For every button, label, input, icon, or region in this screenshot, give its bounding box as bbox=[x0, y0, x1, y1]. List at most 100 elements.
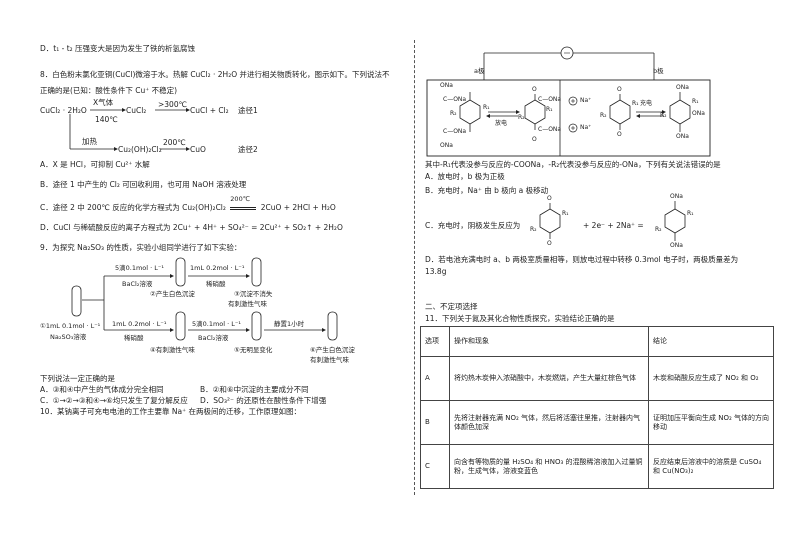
q9-bot-add1b: 稀硝酸 bbox=[124, 334, 144, 342]
q9-tube-6 bbox=[327, 311, 338, 341]
quinone-ring bbox=[539, 208, 561, 234]
q9-top-add2b: 稀硝酸 bbox=[206, 280, 226, 288]
mol-l1-r2: R₂ bbox=[450, 110, 457, 117]
mol-r1-bot: O bbox=[617, 131, 622, 138]
q8-option-a: A．X 是 HCl，可抑制 Cu²⁺ 水解 bbox=[40, 160, 150, 169]
q9-tube-4 bbox=[175, 311, 186, 341]
q9-top-res1: ②产生白色沉淀 bbox=[150, 290, 195, 298]
na-ion-2: Na⁺ bbox=[580, 124, 592, 131]
q9-question: 下列说法一定正确的是 bbox=[40, 374, 115, 383]
electrode-a-label: a极 bbox=[474, 67, 485, 75]
section-title: 二、不定项选择 bbox=[425, 302, 478, 311]
mol-r2-bot: ONa bbox=[676, 133, 689, 140]
q9-stem: 9．为探究 Na₂SO₃ 的性质，实验小组同学进行了如下实验： bbox=[40, 243, 242, 252]
q7-option-d: D．t₁ - t₂ 压强变大是因为发生了铁的析氢腐蚀 bbox=[40, 44, 196, 53]
q9-bot-add3: 静置1小时 bbox=[274, 320, 305, 328]
row-c-conclusion: 反应结束后溶液中的溶质是 CuSO₄ 和 Cu(NO₃)₂ bbox=[648, 444, 774, 489]
q9-option-b: B．②和⑥中沉淀的主要成分不同 bbox=[200, 385, 309, 394]
q9-option-a: A．③和④中产生的气体成分完全相同 bbox=[40, 385, 164, 394]
mol-l2-c1: C—ONa bbox=[538, 96, 562, 103]
c-mol1-r1: R₁ bbox=[562, 210, 569, 217]
row-c-option: C bbox=[420, 444, 450, 489]
q9-top-add1b: BaCl₂溶液 bbox=[122, 280, 153, 288]
q9-tube-5 bbox=[251, 311, 262, 341]
q8-option-c-arrow: 200℃ bbox=[228, 195, 258, 212]
mol-l1-c2: C—ONa bbox=[443, 128, 467, 135]
column-divider bbox=[414, 40, 415, 495]
q10-option-c-eq: + 2e⁻ + 2Na⁺ = bbox=[583, 221, 644, 230]
row-a-operation: 将灼热木炭伸入浓硝酸中，木炭燃烧，产生大量红棕色气体 bbox=[449, 356, 649, 401]
q8-r2-cond1: 加热 bbox=[82, 137, 97, 146]
q8-path1: 途径1 bbox=[238, 106, 258, 115]
q10-option-d-line2: 13.8g bbox=[425, 267, 447, 276]
q9-bot-res1: ④有刺激性气味 bbox=[150, 346, 195, 354]
q9-top-res2a: ③沉淀不消失 bbox=[234, 290, 273, 298]
charge-label: 充电 bbox=[640, 100, 653, 107]
header-option: 选项 bbox=[420, 326, 450, 357]
q8-option-d: D．CuCl 与稀硫酸反应的离子方程式为 2Cu⁺ + 4H⁺ + SO₄²⁻ … bbox=[40, 223, 343, 232]
q10-desc: 其中-R₁代表没参与反应的-COONa，-R₂代表没参与反应的-ONa，下列有关… bbox=[425, 160, 721, 169]
table-header-row: 选项 操作和现象 结论 bbox=[420, 326, 774, 357]
q8-option-b: B．途径 1 中产生的 Cl₂ 可回收利用，也可用 NaOH 溶液处理 bbox=[40, 180, 247, 189]
na-ion-1: Na⁺ bbox=[580, 97, 592, 104]
hydroquinone-ring bbox=[664, 208, 686, 234]
q8-r2-end: CuO bbox=[190, 145, 206, 154]
q8-r1-cond2: >300℃ bbox=[158, 100, 188, 109]
c-mol2-top: ONa bbox=[670, 193, 683, 200]
mol-r1-r1: R₁ bbox=[632, 100, 639, 107]
mol-r1-r2: R₂ bbox=[600, 112, 607, 119]
header-operation: 操作和现象 bbox=[449, 326, 649, 357]
table-row: B 先将注射器充满 NO₂ 气体，然后将活塞往里推，注射器内气体颜色加深 证明加… bbox=[420, 400, 774, 445]
q10-stem: 10．某钠离子可充电电池的工作主要靠 Na⁺ 在两极间的迁移，工作原理如图： bbox=[40, 407, 301, 416]
q10-option-a: A．放电时，b 极为正极 bbox=[425, 172, 505, 181]
q8-r1-end: CuCl + Cl₂ bbox=[190, 106, 229, 115]
mol-l2-bot: O bbox=[532, 136, 537, 143]
mol-r2-ona: ONa bbox=[692, 110, 705, 117]
mol-r2-top: ONa bbox=[676, 84, 689, 91]
q8-r1-cond-top: X气体 bbox=[93, 98, 114, 107]
table-row: A 将灼热木炭伸入浓硝酸中，木炭燃烧，产生大量红棕色气体 木炭和硝酸反应生成了 … bbox=[420, 356, 774, 401]
q8-r1-mid: CuCl₂ bbox=[126, 106, 147, 115]
na-ion-circle-2 bbox=[568, 123, 578, 133]
q9-start2: Na₂SO₃溶液 bbox=[50, 333, 87, 341]
c-mol1-top: O bbox=[547, 195, 552, 202]
row-b-option: B bbox=[420, 400, 450, 445]
q10-c-equation bbox=[539, 201, 686, 241]
q8-option-c-cond: 200℃ bbox=[230, 195, 251, 203]
c-mol1-bot: O bbox=[547, 240, 552, 247]
mol-l2-top: O bbox=[532, 86, 537, 93]
mol-r2-r2: R₂ bbox=[660, 112, 667, 119]
mol-l2-c2: C—ONa bbox=[538, 126, 562, 133]
header-conclusion: 结论 bbox=[648, 326, 774, 357]
q9-tube-3 bbox=[251, 257, 262, 287]
q8-option-c-post: 2CuO + 2HCl + H₂O bbox=[260, 203, 336, 212]
electrode-b-label: b极 bbox=[653, 67, 664, 75]
q8-option-c-pre: C．途径 2 中 200℃ 反应的化学方程式为 Cu₂(OH)₂Cl₂ bbox=[40, 203, 226, 212]
na-ion-circle-1 bbox=[568, 96, 578, 106]
table-row: C 向含有等物质的量 H₂SO₄ 和 HNO₃ 的混酸稀溶液加入过量铜粉，生成气… bbox=[420, 444, 774, 489]
q9-bot-res2: ⑤无明显变化 bbox=[234, 346, 273, 354]
mol-l1-r1: R₁ bbox=[483, 104, 490, 111]
row-c-operation: 向含有等物质的量 H₂SO₄ 和 HNO₃ 的混酸稀溶液加入过量铜粉，生成气体，… bbox=[449, 444, 649, 489]
q8-scheme-arrows bbox=[69, 108, 190, 151]
q9-experiment-diagram bbox=[71, 257, 338, 341]
row-a-conclusion: 木炭和硝酸反应生成了 NO₂ 和 O₂ bbox=[648, 356, 774, 401]
mol-l1-c1: C—ONa bbox=[443, 96, 467, 103]
q8-r2-cond2: 200℃ bbox=[163, 138, 186, 147]
c-mol2-r2: R₂ bbox=[655, 226, 662, 233]
q9-bot-add2: 5滴0.1mol · L⁻¹ bbox=[192, 320, 241, 328]
q8-r1-cond-bot: 140℃ bbox=[95, 115, 118, 124]
discharge-label: 放电 bbox=[495, 120, 508, 127]
q9-top-res2b: 有刺激性气味 bbox=[228, 300, 267, 308]
q9-option-c: C．①→②→③和④→⑥均只发生了复分解反应 bbox=[40, 396, 188, 405]
q9-bot-res3a: ⑥产生白色沉淀 bbox=[310, 346, 355, 354]
q8-r2-mid: Cu₂(OH)₂Cl₂ bbox=[118, 145, 162, 154]
q9-top-add1: 5滴0.1mol · L⁻¹ bbox=[115, 264, 164, 272]
c-mol2-r1: R₁ bbox=[687, 210, 694, 217]
q11-table: 选项 操作和现象 结论 A 将灼热木炭伸入浓硝酸中，木炭燃烧，产生大量红棕色气体… bbox=[420, 326, 774, 489]
row-b-operation: 先将注射器充满 NO₂ 气体，然后将活塞往里推，注射器内气体颜色加深 bbox=[449, 400, 649, 445]
q9-bot-add1: 1mL 0.2mol · L⁻¹ bbox=[112, 320, 167, 328]
q10-option-b: B．充电时，Na⁺ 由 b 极向 a 极移动 bbox=[425, 186, 549, 195]
mol-l1-top: ONa bbox=[440, 82, 453, 89]
c-mol1-r2: R₂ bbox=[530, 226, 537, 233]
